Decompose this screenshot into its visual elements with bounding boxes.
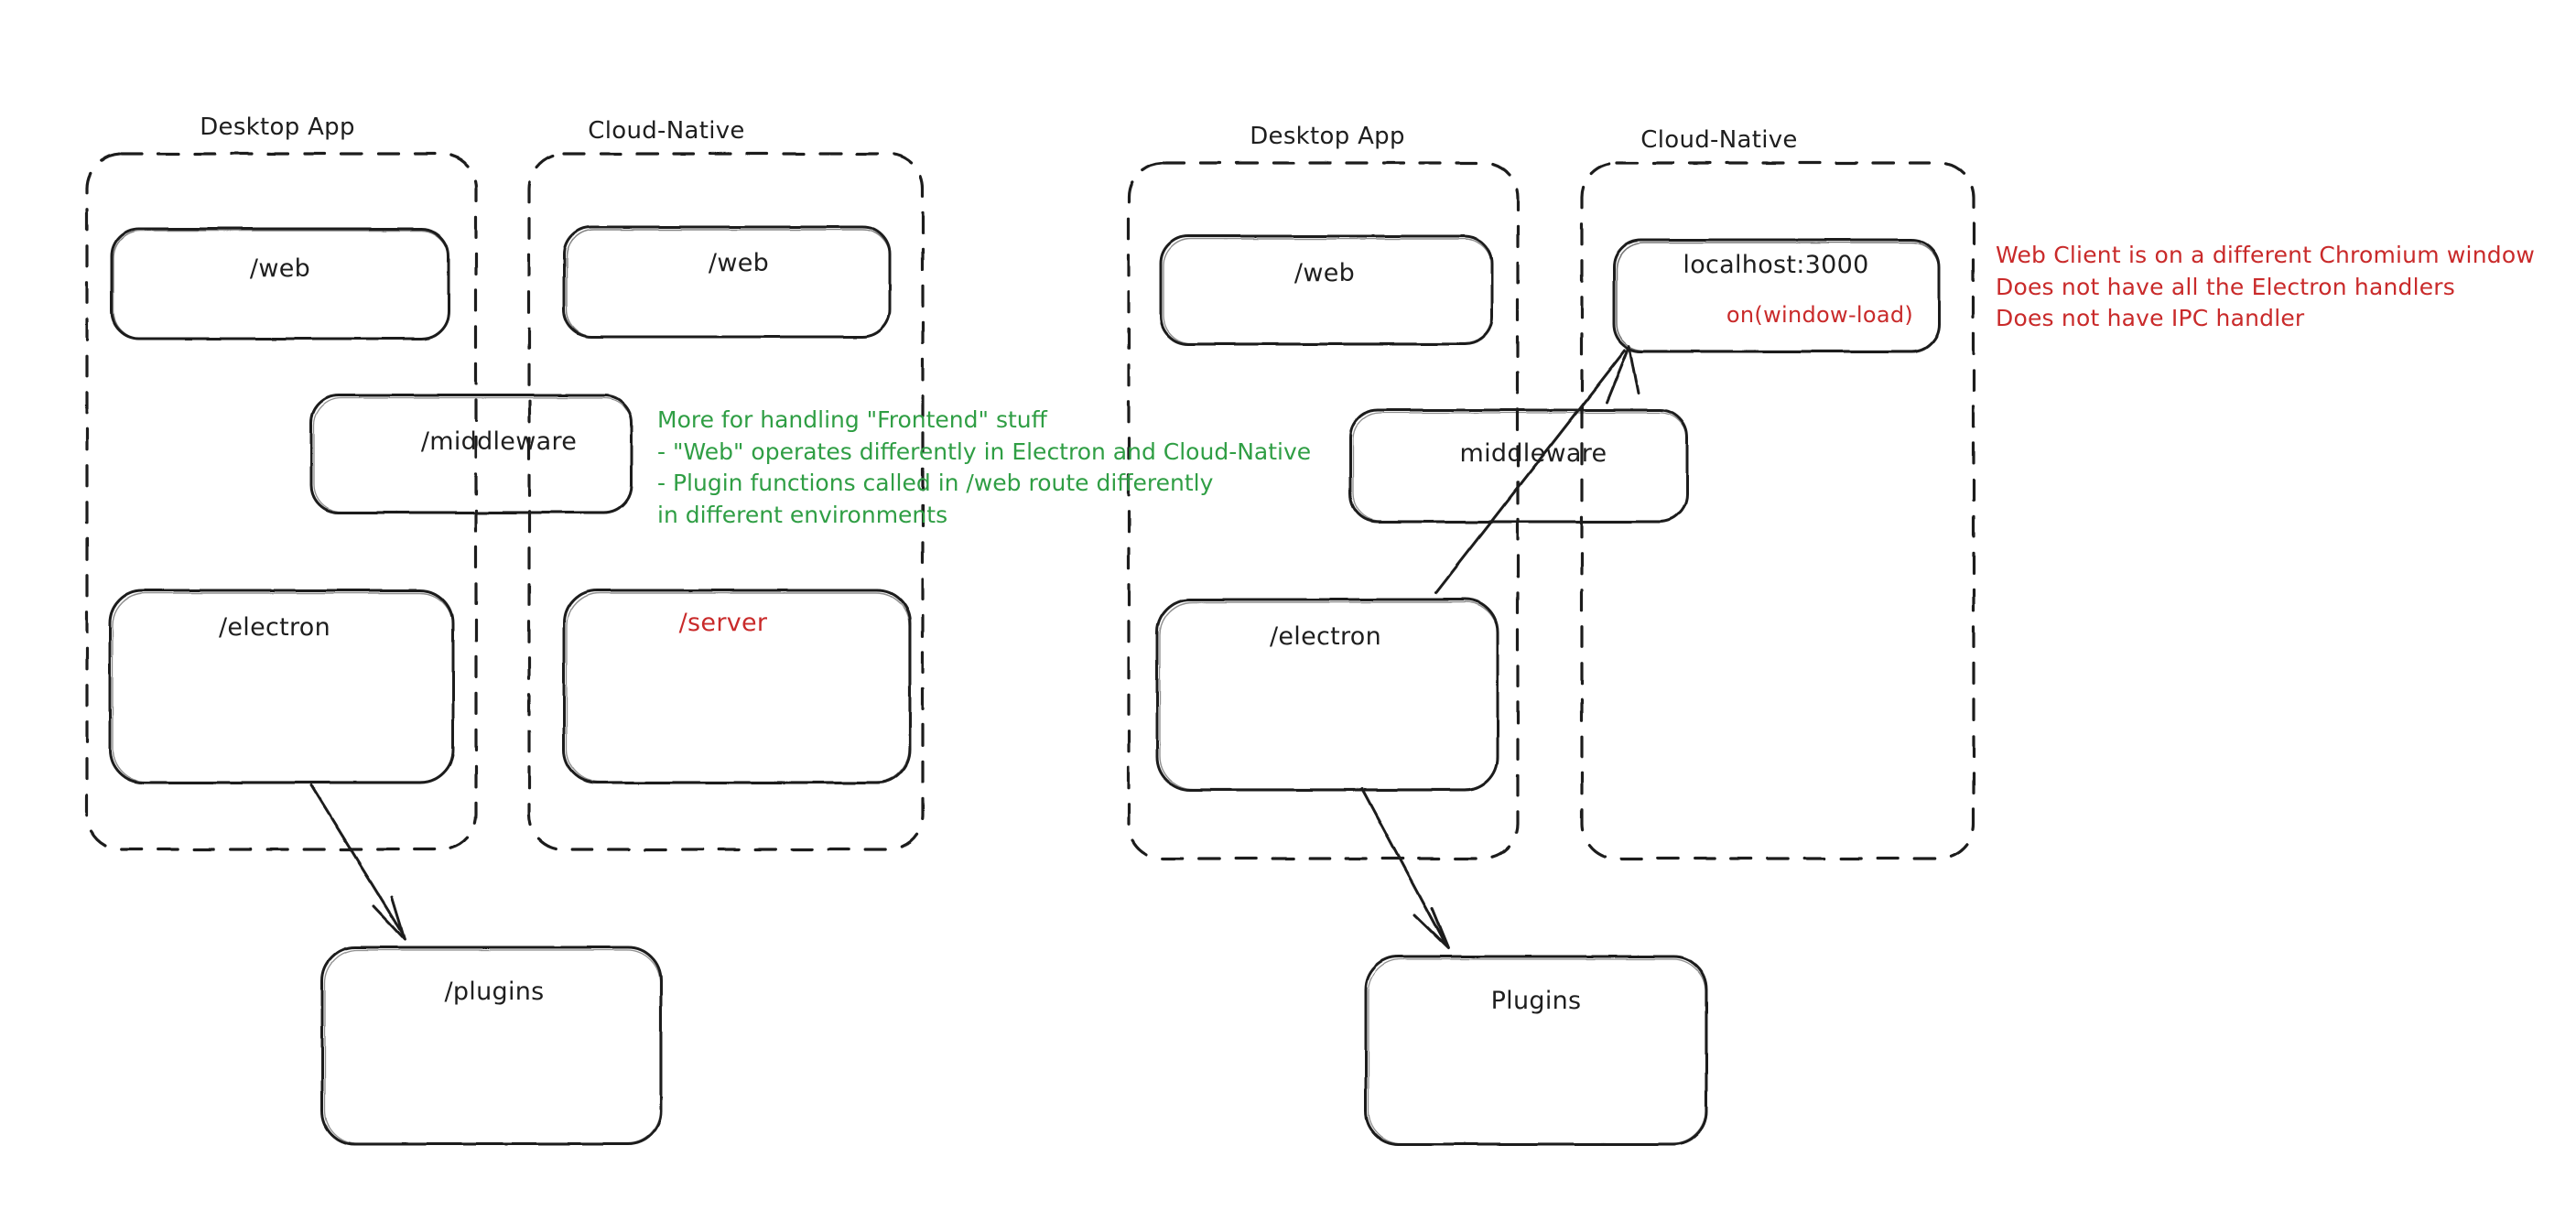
box-left-server[interactable] [564, 590, 910, 783]
box-left-middleware[interactable] [311, 395, 632, 513]
box-right-middleware[interactable] [1350, 410, 1687, 522]
note-green-frontend: More for handling "Frontend" stuff - "We… [657, 406, 1312, 528]
box-left-cloud-web[interactable] [564, 227, 890, 337]
box-label-left-server: /server [678, 609, 768, 637]
box-right-localhost[interactable] [1614, 240, 1939, 351]
box-left-electron[interactable] [110, 590, 453, 783]
box-right-desktop-web[interactable] [1161, 236, 1492, 344]
group-title-left-desktop-app: Desktop App [200, 113, 355, 141]
box-right-plugins[interactable] [1366, 956, 1706, 1144]
box-label-right-middleware: middleware [1459, 439, 1607, 468]
box-left-plugins[interactable] [322, 947, 661, 1144]
box-label-right-localhost: localhost:3000 [1683, 251, 1869, 279]
box-label-left-middleware: /middleware [420, 427, 578, 456]
box-sublabel-right-localhost-on-window-load: on(window-load) [1726, 302, 1914, 328]
group-title-left-cloud-native: Cloud-Native [588, 117, 745, 145]
box-label-left-electron: /electron [218, 613, 331, 642]
box-left-desktop-web[interactable] [112, 229, 449, 339]
group-title-right-cloud-native: Cloud-Native [1640, 126, 1798, 154]
group-title-right-desktop-app: Desktop App [1250, 123, 1405, 150]
note-red-web-client: Web Client is on a different Chromium wi… [1996, 242, 2535, 331]
box-label-left-plugins: /plugins [444, 978, 545, 1006]
box-label-right-plugins: Plugins [1490, 987, 1582, 1015]
box-label-right-electron: /electron [1269, 622, 1382, 651]
box-label-right-desktop-web: /web [1293, 259, 1356, 287]
box-label-left-cloud-web: /web [708, 249, 770, 277]
box-label-left-desktop-web: /web [249, 254, 311, 283]
box-right-electron[interactable] [1157, 600, 1498, 790]
